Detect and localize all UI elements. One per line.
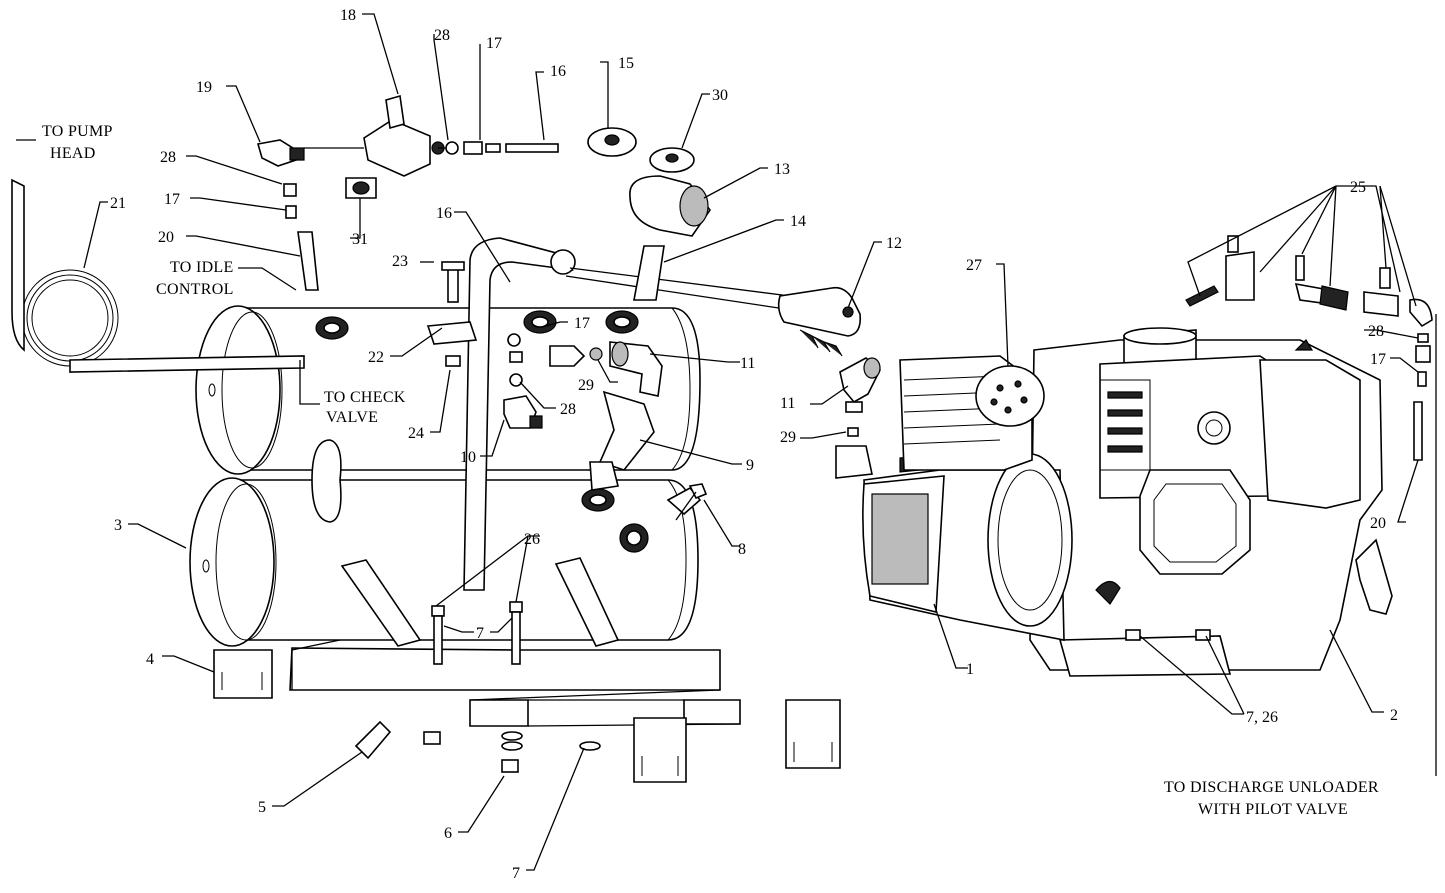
callout-26: 26 — [524, 531, 540, 548]
base-frame — [289, 557, 841, 783]
engine-pump-assembly — [835, 235, 1433, 677]
callout-2: 2 — [1390, 707, 1398, 724]
callout-9: 9 — [746, 457, 754, 474]
leader-lines — [16, 13, 1437, 871]
callout-15: 15 — [618, 55, 634, 72]
callout-30: 30 — [712, 87, 728, 104]
callout-28-left: 28 — [160, 149, 176, 166]
callout-14: 14 — [790, 213, 806, 230]
callout-6: 6 — [444, 825, 452, 842]
note-pump-head-line2: HEAD — [50, 145, 96, 162]
callout-28-mid: 28 — [560, 401, 576, 418]
callout-4: 4 — [146, 651, 154, 668]
callout-11-right: 11 — [780, 395, 795, 412]
callout-8: 8 — [738, 541, 746, 558]
callout-21: 21 — [110, 195, 126, 212]
callout-11-left: 11 — [740, 355, 755, 372]
note-pump-head-line1: TO PUMP — [42, 123, 113, 140]
callout-27: 27 — [966, 257, 982, 274]
callout-25: 25 — [1350, 179, 1366, 196]
callout-17-left: 17 — [164, 191, 180, 208]
note-discharge-unloader-line2: WITH PILOT VALVE — [1198, 801, 1348, 818]
note-discharge-unloader-line1: TO DISCHARGE UNLOADER — [1164, 779, 1379, 796]
callout-16-mid: 16 — [436, 205, 452, 222]
callout-3: 3 — [114, 517, 122, 534]
callout-18: 18 — [340, 7, 356, 24]
callout-24: 24 — [408, 425, 424, 442]
note-check-valve-line2: VALVE — [326, 409, 378, 426]
callout-22: 22 — [368, 349, 384, 366]
callout-7-mid: 7 — [476, 625, 484, 642]
routing-notes: TO PUMP HEAD TO IDLE CONTROL TO CHECK VA… — [42, 123, 1379, 818]
callout-13: 13 — [774, 161, 790, 178]
callout-5: 5 — [258, 799, 266, 816]
note-check-valve-line1: TO CHECK — [324, 389, 406, 406]
callout-16-top: 16 — [550, 63, 566, 80]
callout-7-bottom: 7 — [512, 865, 520, 882]
callout-29-right: 29 — [780, 429, 796, 446]
callout-17-mid: 17 — [574, 315, 590, 332]
note-idle-control-line1: TO IDLE — [170, 259, 234, 276]
callout-12: 12 — [886, 235, 902, 252]
callout-20-right: 20 — [1370, 515, 1386, 532]
note-idle-control-line2: CONTROL — [156, 281, 234, 298]
callout-labels: 18 28 17 16 15 30 19 28 17 21 20 31 13 1… — [110, 7, 1398, 882]
callout-17-top: 17 — [486, 35, 502, 52]
callout-29-left: 29 — [578, 377, 594, 394]
callout-1: 1 — [966, 661, 974, 678]
tube-assembly — [11, 94, 862, 760]
callout-7-26: 7, 26 — [1246, 709, 1278, 726]
callout-20-left: 20 — [158, 229, 174, 246]
callout-31: 31 — [352, 231, 368, 248]
callout-19: 19 — [196, 79, 212, 96]
callout-17-right: 17 — [1370, 351, 1386, 368]
callout-28-right: 28 — [1368, 323, 1384, 340]
callout-23: 23 — [392, 253, 408, 270]
callout-10: 10 — [460, 449, 476, 466]
callout-28-top: 28 — [434, 27, 450, 44]
